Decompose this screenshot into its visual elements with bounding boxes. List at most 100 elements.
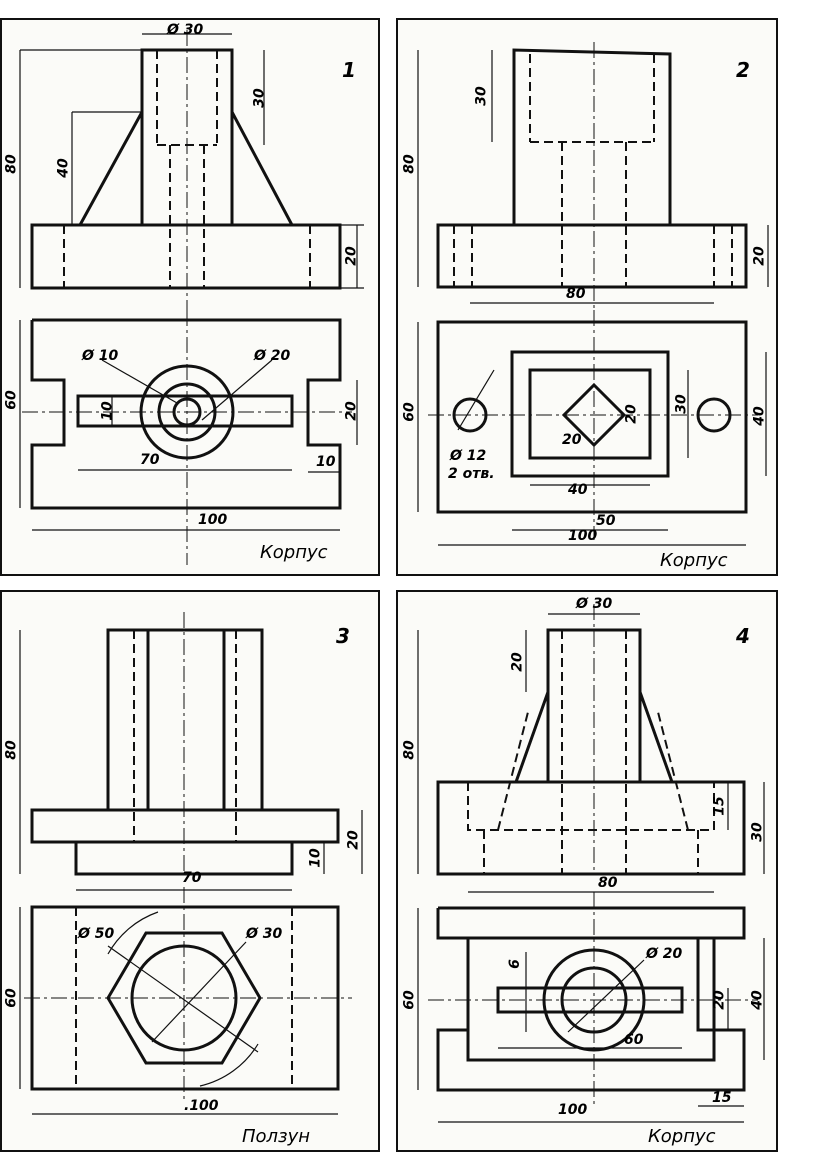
dim-label: Ø 30 (167, 22, 204, 38)
sheet-number: 3 (336, 624, 350, 648)
drawing-line (560, 966, 628, 1034)
drawing-line (172, 397, 202, 427)
dim-label: Ø 20 (254, 348, 291, 364)
inner-recess (510, 350, 670, 478)
dim-label: 10 (316, 454, 336, 470)
drawing-line (497, 711, 529, 831)
base-block (436, 780, 746, 876)
drawing-line (436, 320, 748, 514)
drawing-line (199, 1043, 259, 1087)
dim-label: 10 (99, 401, 116, 421)
dim-label: 20 (623, 404, 640, 424)
dim-label: 15 (711, 796, 728, 816)
dim-label: 10 (307, 848, 324, 868)
drawing-line (101, 359, 178, 404)
dim-label: Ø 30 (246, 926, 283, 942)
drawing-line (528, 368, 652, 460)
dim-label: 6 (506, 959, 523, 969)
dim-label: 20 (751, 246, 768, 266)
drawing-line (657, 711, 689, 831)
sheet-number: 2 (736, 58, 750, 82)
dim-label: 80 (401, 154, 418, 174)
sheet-4: 4 Ø 30 20 80 15 30 80 60 6 Ø 20 20 40 60… (396, 590, 778, 1152)
outer-circle (139, 364, 235, 460)
cylinder-boss (140, 48, 234, 227)
sheet-caption: Корпус (260, 542, 328, 563)
dim-label: 40 (751, 406, 768, 426)
drawing-line (436, 906, 746, 1092)
dim-label: 100 (198, 512, 228, 528)
dim-label: 100 (558, 1102, 588, 1118)
hex-column (106, 628, 264, 812)
drawing-line (514, 691, 550, 783)
dim-label: 50 (596, 513, 616, 529)
dim-label: 20 (343, 401, 360, 421)
sheet-number: 4 (736, 624, 750, 648)
dim-label: Ø 20 (646, 946, 683, 962)
dim-label: Ø 30 (576, 596, 613, 612)
drawing-line (638, 691, 674, 783)
dim-label: Ø 12 (450, 448, 487, 464)
drawing-line (30, 808, 340, 844)
base-block (30, 223, 342, 290)
sheet-caption: Корпус (660, 550, 728, 571)
dim-label: Ø 10 (82, 348, 119, 364)
drawing-line (201, 359, 273, 421)
drawing-line (466, 936, 716, 1062)
dim-label: 20 (562, 432, 582, 448)
dim-label: 80 (3, 154, 20, 174)
drawing-line (496, 986, 684, 1014)
dim-label: 60 (3, 390, 20, 410)
drawing-line (696, 397, 732, 433)
dim-label: 80 (401, 740, 418, 760)
sheet-4-drawing (417, 604, 765, 1123)
sheet-2: 2 30 80 20 80 60 Ø 12 2 отв. 20 20 30 40… (396, 18, 778, 576)
drawing-line (542, 948, 646, 1052)
base-block (436, 223, 748, 289)
drawing-line (452, 397, 488, 433)
drawing-line (107, 945, 259, 1053)
dim-label: 70 (140, 452, 160, 468)
dim-label: 2 отв. (448, 466, 495, 482)
dim-label: 60 (624, 1032, 644, 1048)
drawing-line (151, 941, 247, 1043)
sheet-3: 3 80 20 10 70 Ø 50 Ø 30 60 .100 Ползун (0, 590, 380, 1152)
dim-label: 80 (3, 740, 20, 760)
dim-label: 30 (749, 822, 766, 842)
sheet-2-drawing (417, 42, 769, 546)
square-hole (561, 382, 627, 448)
base-slide (74, 840, 294, 876)
drawing-line (457, 369, 495, 431)
dim-label: 80 (566, 286, 586, 302)
dim-label: 60 (401, 990, 418, 1010)
drawing-line (130, 944, 238, 1052)
sheet-3-drawing (19, 612, 363, 1115)
dim-label: 40 (55, 158, 72, 178)
hexagon (106, 931, 262, 1065)
dim-label: 40 (749, 990, 766, 1010)
dim-label: 20 (343, 246, 360, 266)
dim-label: Ø 50 (78, 926, 115, 942)
dim-label: 20 (345, 830, 362, 850)
dim-label: 80 (598, 875, 618, 891)
drawing-line (567, 959, 645, 1033)
drawing-line (30, 905, 340, 1091)
drawing-line (467, 782, 715, 831)
dim-label: 20 (509, 652, 526, 672)
sheet-caption: Ползун (242, 1126, 311, 1147)
sheet-1: 1 Ø 30 30 80 40 20 Ø 10 Ø 20 60 10 20 70… (0, 18, 380, 576)
sheet-caption: Корпус (648, 1126, 716, 1147)
sheet-number: 1 (342, 58, 356, 82)
dim-label: 60 (401, 402, 418, 422)
dim-label: 100 (568, 528, 598, 544)
dim-label: 60 (3, 988, 20, 1008)
drawing-line (78, 111, 144, 226)
dim-label: 20 (711, 990, 728, 1010)
dim-label: 30 (473, 86, 490, 106)
dim-label: 30 (251, 88, 268, 108)
dim-label: 30 (673, 394, 690, 414)
sheet-1-drawing (19, 30, 364, 565)
drawing-line (30, 318, 342, 510)
drawing-line (157, 382, 217, 442)
dim-label: 40 (568, 482, 588, 498)
